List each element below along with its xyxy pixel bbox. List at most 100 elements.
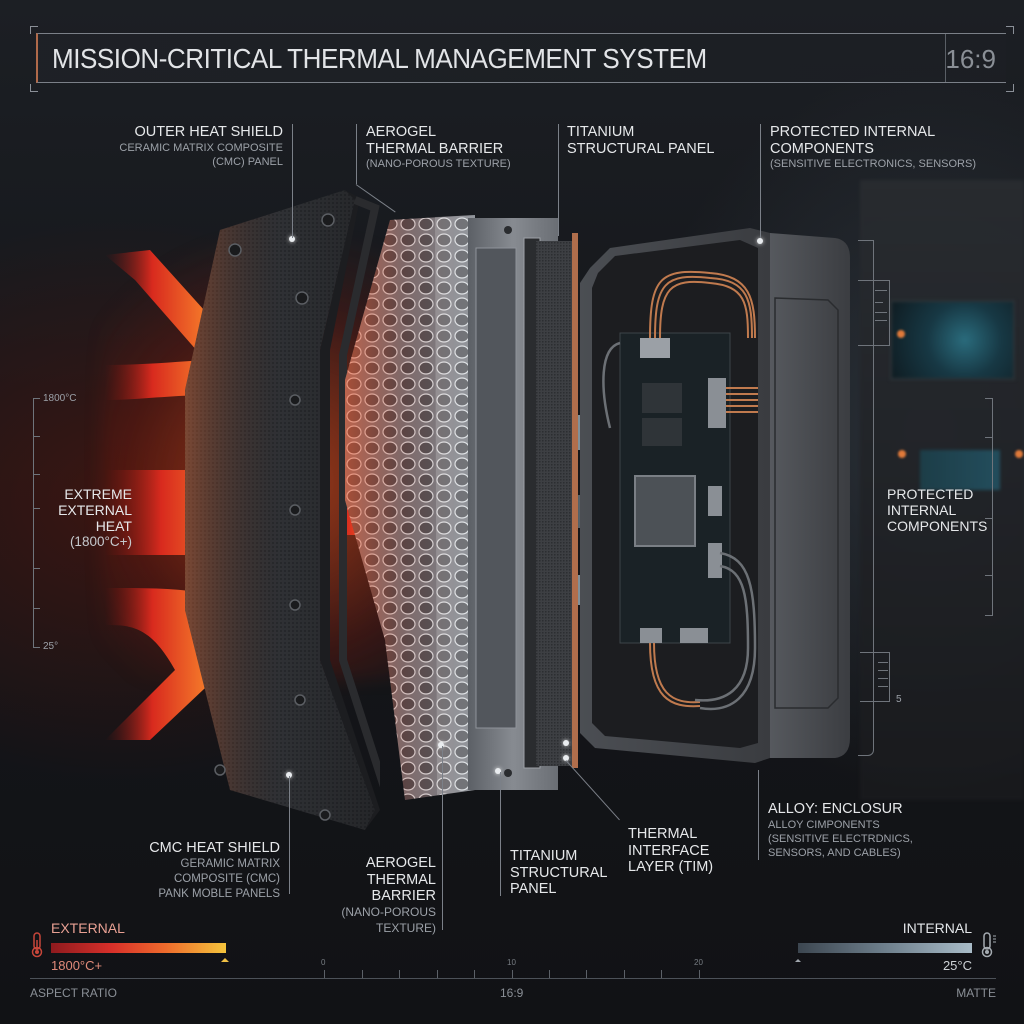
background-console [860, 180, 1024, 800]
cmc-heat-shield-panel [185, 190, 380, 830]
callout-title: TITANIUM STRUCTURAL PANEL [510, 848, 608, 898]
frame-corner [30, 26, 38, 34]
callout-subtitle: CERAMIC MATRIX COMPOSITE (CMC) PANEL [119, 141, 283, 168]
temperature-scale [33, 398, 43, 648]
callout-subtitle: ALLOY CIMPONENTS (SENSITIVE ELECTRDNICS,… [768, 818, 913, 860]
ruler-tick [324, 970, 325, 978]
footer-finish: MATTE [956, 986, 996, 1000]
ruler-tick [399, 970, 400, 978]
scale-tick [875, 302, 883, 303]
background-monitor-small [920, 450, 1000, 490]
callout-subtitle: GERAMIC MATRIX COMPOSITE (CMC) PANK MOBL… [158, 857, 280, 900]
callout-protected-internal-right: PROTECTED INTERNAL COMPONENTS [887, 486, 1007, 534]
callout-protected-components: PROTECTED INTERNAL COMPONENTS (SENSITIVE… [770, 124, 1000, 172]
callout-cmc-heat-shield: CMC HEAT SHIELD GERAMIC MATRIX COMPOSITE… [120, 840, 280, 901]
ruler-label: 10 [507, 958, 516, 967]
legend-internal-label: INTERNAL [902, 920, 972, 936]
scale-tick [878, 662, 888, 663]
callout-title: PROTECTED INTERNAL COMPONENTS [887, 486, 988, 535]
legend-external-label: EXTERNAL [51, 920, 125, 936]
page-title: MISSION-CRITICAL THERMAL MANAGEMENT SYST… [52, 43, 707, 74]
legend-external-gradient [51, 943, 226, 953]
footer-aspect-label: ASPECT RATIO [30, 986, 117, 1000]
callout-aerogel-bottom: AEROGEL THERMAL BARRIER (NANO-POROUS TEX… [320, 855, 436, 936]
mini-scale-label: 5 [896, 694, 902, 705]
thermometer-cool-icon [981, 932, 996, 958]
callout-tim-layer: THERMAL INTERFACE LAYER (TIM) [628, 826, 738, 876]
scale-tick [34, 398, 40, 399]
leader-line [289, 776, 290, 894]
scale-tick [878, 678, 888, 679]
callout-anchor-dot [495, 768, 501, 774]
title-bar: MISSION-CRITICAL THERMAL MANAGEMENT SYST… [30, 26, 1014, 92]
callout-outer-heat-shield: OUTER HEAT SHIELD CERAMIC MATRIX COMPOSI… [100, 124, 283, 169]
ruler-axis [30, 978, 996, 979]
callout-anchor-dot [289, 236, 295, 242]
scale-tick [875, 320, 887, 321]
thermal-interface-layer [536, 233, 578, 768]
legend-internal-gradient [798, 943, 972, 953]
background-monitor [890, 300, 1015, 380]
leader-line [356, 124, 357, 184]
legend-external-value: 1800°C+ [51, 958, 103, 973]
bracket-scale [985, 398, 993, 616]
background-led [897, 330, 905, 338]
leader-line [558, 124, 559, 236]
thermometer-hot-icon [31, 932, 43, 958]
callout-title: AEROGEL THERMAL BARRIER [366, 124, 504, 157]
callout-title: ALLOY: ENCLOSUR [768, 801, 903, 817]
alloy-enclosure [580, 228, 850, 763]
scale-tick [34, 568, 40, 569]
legend-marker [795, 959, 801, 962]
ruler-tick [512, 970, 513, 978]
frame-corner [1006, 26, 1014, 34]
aspect-ratio-badge: 16:9 [945, 44, 996, 74]
legend-marker [221, 958, 229, 962]
leader-line [500, 772, 501, 896]
leader-line [292, 124, 293, 238]
background-led [1015, 450, 1023, 458]
scale-tick [34, 436, 40, 437]
leader-line [442, 746, 443, 930]
callout-title: THERMAL INTERFACE LAYER (TIM) [628, 826, 714, 876]
scale-tick [875, 290, 887, 291]
callout-titanium-panel: TITANIUM STRUCTURAL PANEL [567, 124, 737, 157]
scale-tick [34, 647, 40, 648]
ruler-tick [362, 970, 363, 978]
leader-line [758, 770, 759, 860]
callout-title: OUTER HEAT SHIELD [134, 124, 283, 140]
callout-anchor-dot [438, 742, 444, 748]
ruler-tick [624, 970, 625, 978]
ruler-label: 0 [321, 958, 326, 967]
frame-corner [30, 84, 38, 92]
scale-min-label: 25° [43, 641, 59, 652]
mini-scale [860, 652, 890, 702]
callout-title: PROTECTED INTERNAL COMPONENTS [770, 124, 936, 157]
leader-line [760, 124, 761, 238]
legend-internal-value: 25°C [942, 958, 972, 973]
callout-aerogel-barrier: AEROGEL THERMAL BARRIER (NANO-POROUS TEX… [366, 124, 536, 172]
callout-title: AEROGEL THERMAL BARRIER [365, 855, 436, 905]
ruler-tick [474, 970, 475, 978]
callout-title: EXTREME EXTERNAL HEAT [58, 486, 132, 535]
divider [945, 34, 946, 82]
callout-anchor-dot [757, 238, 763, 244]
callout-title: TITANIUM STRUCTURAL PANEL [567, 124, 715, 157]
callout-external-heat: EXTREME EXTERNAL HEAT (1800°C+) [40, 486, 132, 550]
callout-anchor-dot [563, 740, 569, 746]
scale-tick [985, 437, 993, 438]
bracket-scale [858, 240, 874, 756]
callout-title: CMC HEAT SHIELD [149, 840, 280, 856]
footer-aspect-value: 16:9 [500, 986, 524, 1000]
scale-tick [985, 575, 993, 576]
heat-value: (1800°C+) [69, 534, 132, 550]
scale-tick [875, 312, 887, 313]
callout-anchor-dot [286, 772, 292, 778]
callout-subtitle: (NANO-POROUS TEXTURE) [341, 905, 436, 935]
scale-tick [878, 670, 888, 671]
frame-corner [1006, 84, 1014, 92]
scale-tick [34, 508, 40, 509]
ruler-tick [437, 970, 438, 978]
background-led [898, 450, 906, 458]
